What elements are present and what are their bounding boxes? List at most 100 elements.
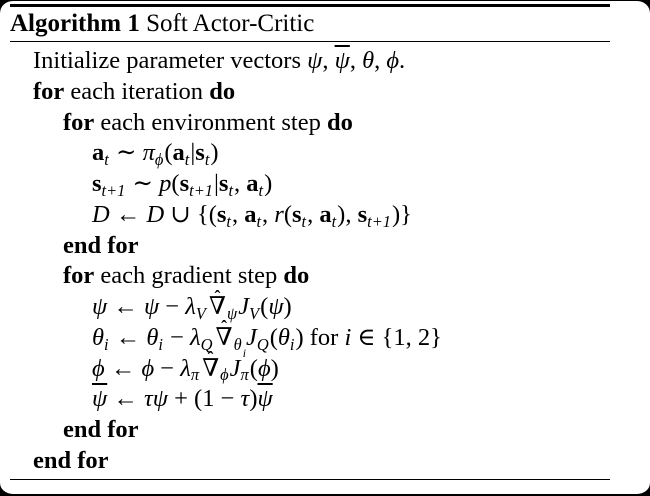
math-token: t — [204, 150, 210, 170]
math-token: s — [92, 170, 102, 197]
math-token: end for — [33, 446, 109, 474]
algorithm-line: for each gradient step do — [10, 261, 610, 292]
math-token: V — [249, 303, 260, 323]
math-token: end for — [63, 231, 139, 259]
math-token: ψ — [143, 293, 160, 320]
math-token: θ — [362, 47, 375, 74]
math-token: θ — [146, 323, 159, 351]
math-token: {1, 2} — [381, 323, 442, 351]
math-token: a — [172, 139, 185, 167]
math-token: ), — [337, 200, 358, 228]
math-token: t — [258, 180, 264, 200]
math-token: t+1 — [101, 180, 126, 200]
math-token: D — [146, 200, 165, 228]
algorithm-line: ψ ← τψ + (1 − τ)ψ — [10, 384, 610, 415]
algorithm-line: D ← D ∪ {(st, at, r(st, at), st+1)} — [10, 200, 610, 231]
math-token: π — [190, 365, 200, 385]
algorithm-line: st+1 ∼ p(st+1|st, at) — [10, 169, 610, 200]
math-token: t — [104, 150, 109, 170]
math-token: t — [226, 211, 231, 231]
math-token: θ — [92, 323, 105, 351]
math-token: do — [283, 262, 310, 290]
algorithm-line: Initialize parameter vectors ψ, ψ, θ, ϕ. — [10, 46, 610, 77]
math-token: | — [213, 170, 219, 197]
math-token: p — [159, 170, 172, 197]
math-token: for — [63, 108, 95, 136]
math-token: a — [92, 139, 105, 167]
nabla-symbol: ∇ — [215, 323, 233, 351]
algorithm-box: Algorithm 1 Soft Actor-Critic Initialize… — [10, 4, 610, 480]
algorithm-line: at ∼ πϕ(at|st) — [10, 138, 610, 169]
nabla-hat-symbol: ˆ∇ — [208, 288, 227, 320]
math-token: ← — [109, 200, 147, 228]
math-token: ∼ — [109, 139, 143, 167]
math-token: r — [274, 200, 284, 228]
math-token: , — [349, 47, 363, 74]
math-token: s — [179, 170, 190, 197]
math-token: i — [289, 334, 295, 354]
math-token: i — [158, 334, 163, 354]
math-token: λ — [190, 323, 201, 351]
math-token: ) for — [295, 323, 345, 351]
algorithm-line: for each environment step do — [10, 108, 610, 139]
math-token: , — [322, 47, 335, 74]
math-token: ( — [249, 354, 258, 382]
math-token: ) — [270, 354, 279, 382]
math-token: s — [357, 200, 368, 228]
math-token: τψ — [143, 385, 168, 413]
math-token: each gradient step — [94, 262, 284, 290]
math-token: λ — [180, 354, 191, 382]
math-token: − — [163, 323, 191, 351]
math-token: θ — [233, 334, 242, 354]
math-token: ( — [260, 293, 269, 320]
math-token: Initialize parameter vectors — [33, 47, 308, 74]
math-token: ψ — [268, 293, 284, 320]
math-token: each iteration — [64, 77, 210, 105]
math-token: ( — [269, 323, 278, 351]
math-token: i — [242, 347, 246, 361]
math-token: t — [256, 211, 262, 231]
math-token: {( — [196, 200, 217, 228]
bottom-rule — [10, 478, 610, 480]
math-token: − — [159, 293, 186, 320]
math-token: ) — [210, 139, 219, 167]
math-token: a — [246, 170, 259, 197]
math-token: t+1 — [367, 211, 391, 231]
math-token: ψ — [334, 47, 350, 74]
algorithm-line: end for — [10, 231, 610, 262]
math-token: ψ — [307, 47, 323, 74]
math-token: i — [344, 323, 352, 351]
math-token: end for — [63, 416, 139, 443]
math-token: ψ — [257, 385, 273, 413]
algorithm-line: end for — [10, 415, 610, 446]
math-token: ϕ — [257, 354, 271, 382]
algorithm-line: end for — [10, 446, 610, 477]
math-token: ϕ — [92, 354, 105, 382]
math-token: ← — [104, 354, 142, 382]
nabla-symbol: ∇ — [208, 293, 227, 320]
math-token: t+1 — [189, 180, 213, 200]
math-token: do — [326, 108, 353, 136]
math-token: − — [154, 354, 181, 382]
top-rule — [10, 4, 610, 7]
math-token: each environment step — [94, 108, 327, 136]
math-token: a — [319, 200, 332, 228]
math-token: ∪ — [164, 200, 197, 228]
math-token: J — [229, 354, 241, 382]
math-token: ∼ — [126, 170, 160, 197]
math-token: λ — [185, 293, 196, 320]
math-token: for — [33, 77, 65, 105]
math-token: Q — [256, 334, 269, 354]
math-token: π — [142, 139, 155, 167]
math-token: ϕ — [154, 150, 164, 170]
nabla-symbol: ∇ — [202, 354, 220, 382]
math-token: Q — [200, 334, 213, 354]
math-token: , — [262, 200, 275, 228]
math-token: t — [301, 211, 307, 231]
math-token: ϕ — [386, 47, 400, 74]
math-token: ← — [107, 385, 144, 413]
nabla-hat-symbol: ˆ∇ — [215, 319, 233, 351]
